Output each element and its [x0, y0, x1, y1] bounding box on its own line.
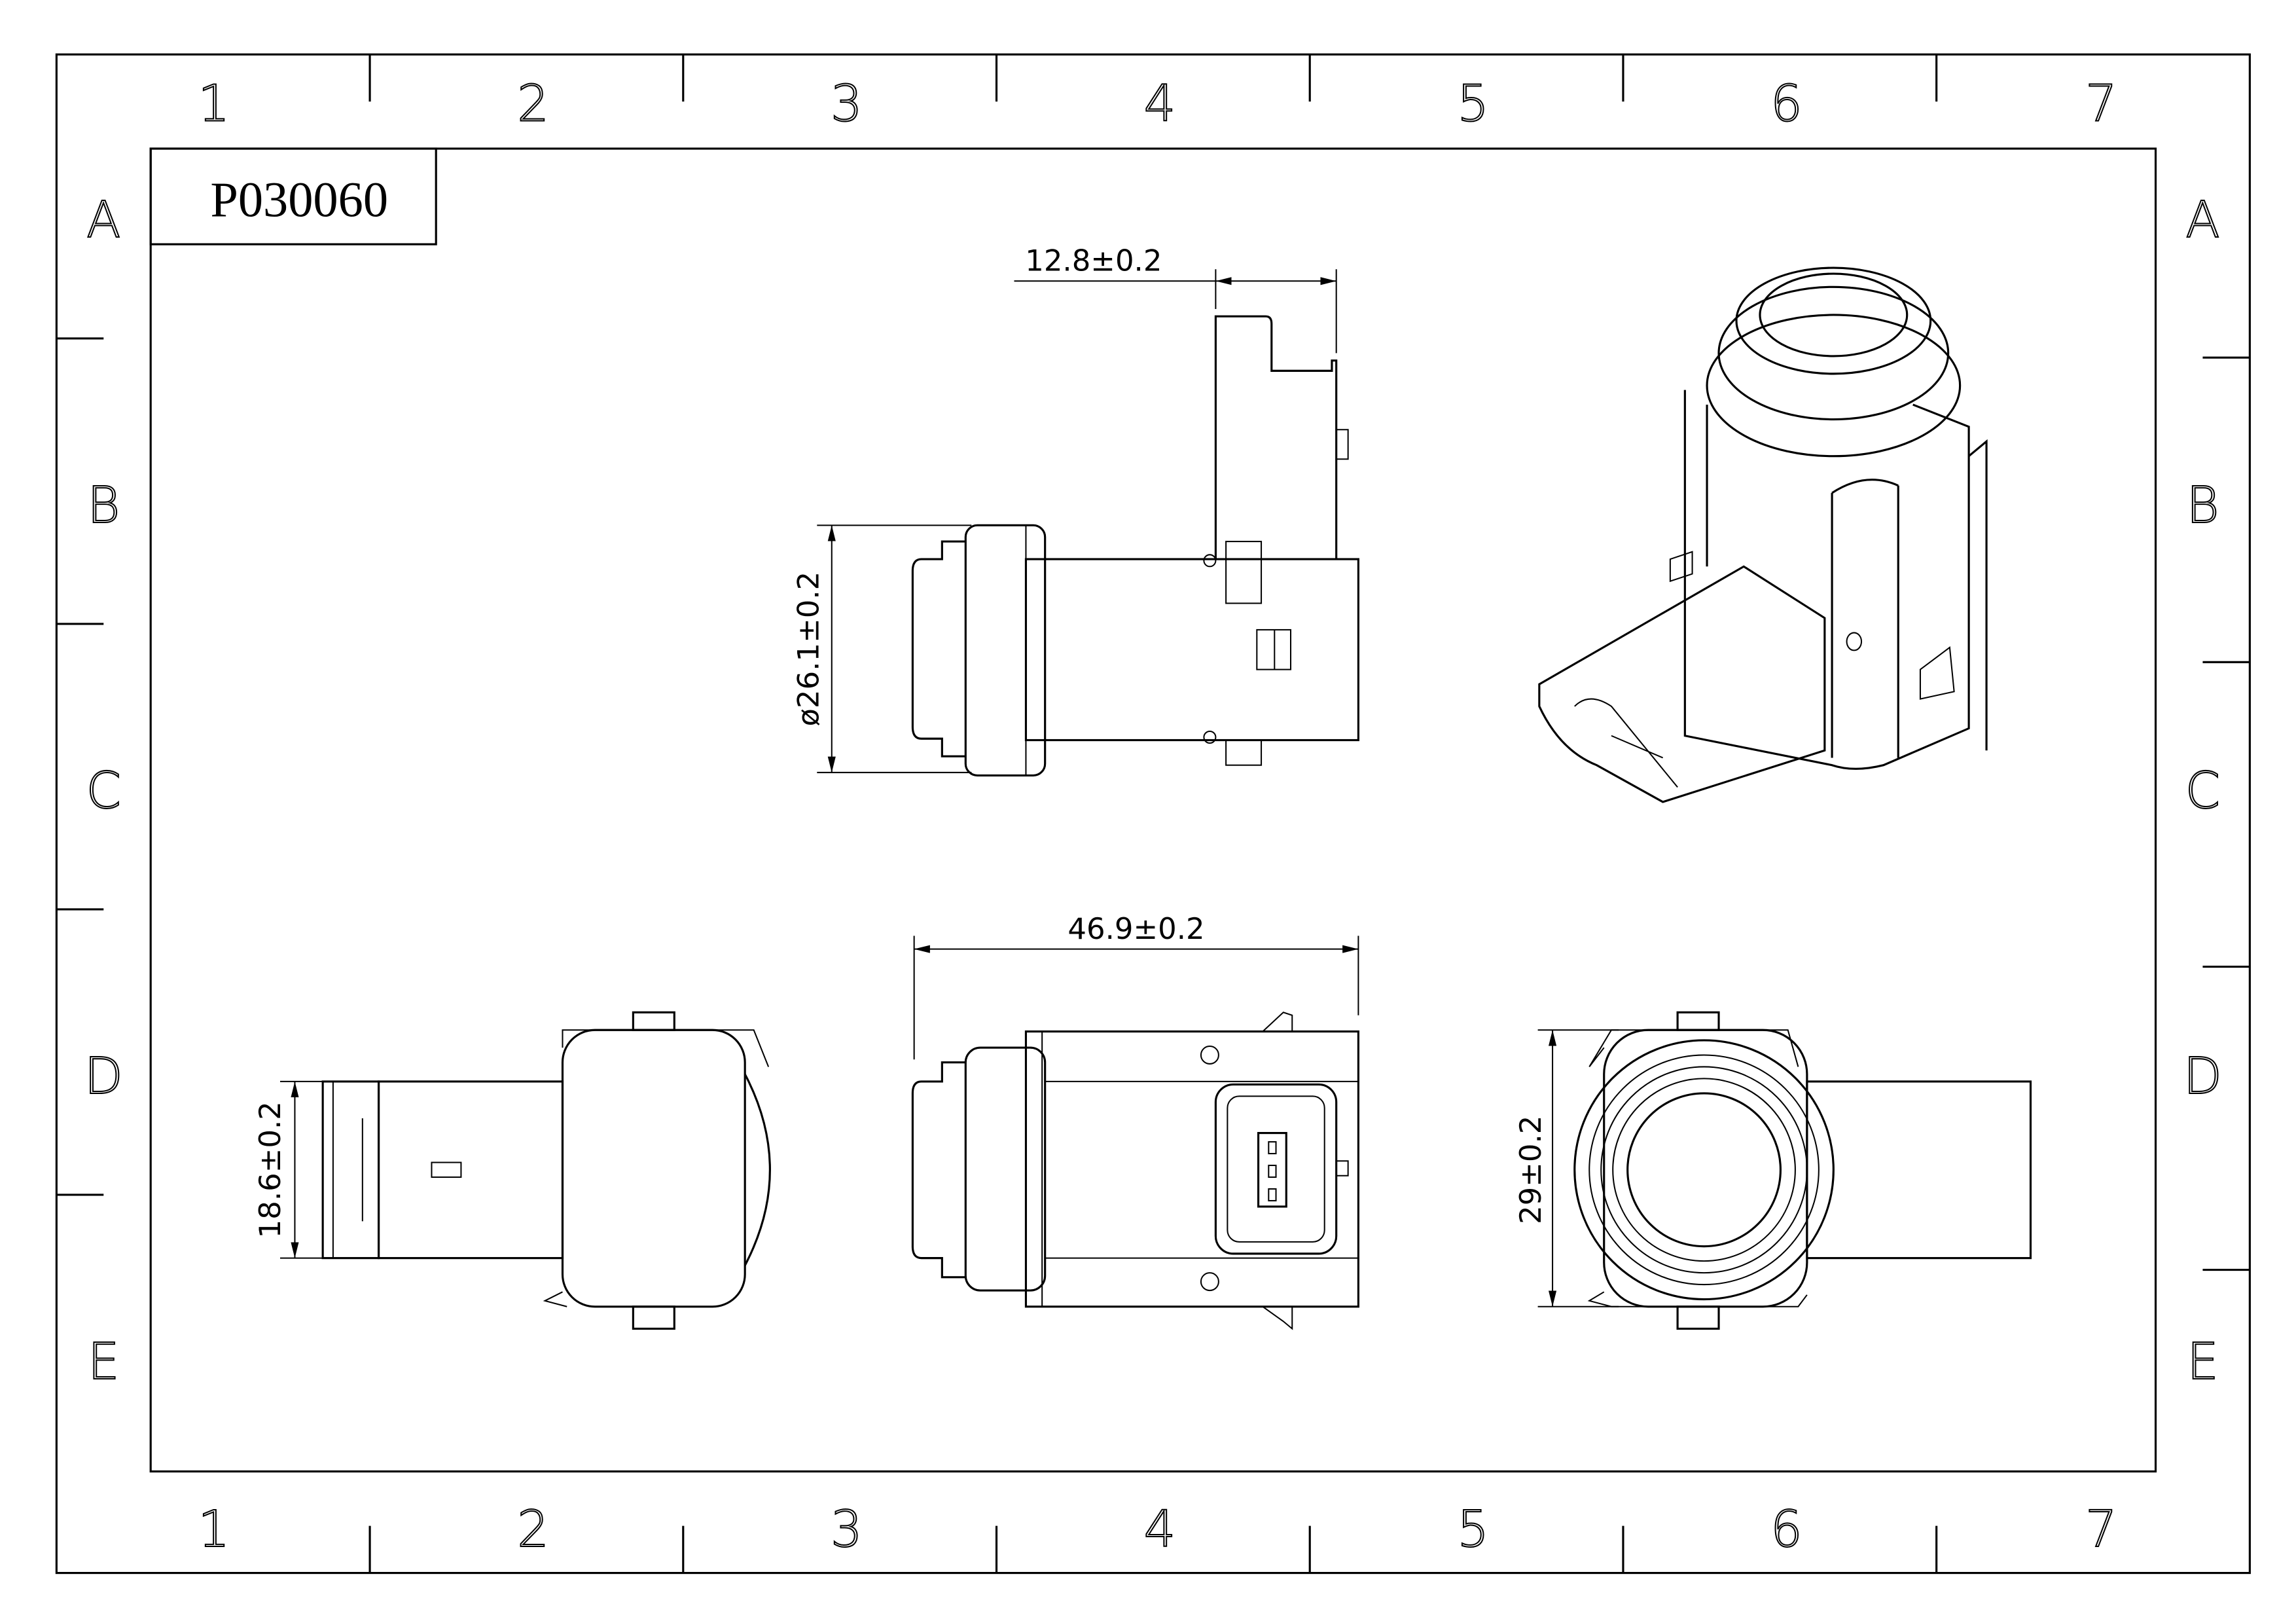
- column-label: 6: [1770, 1501, 1803, 1559]
- row-label: B: [87, 477, 120, 535]
- column-label: 1: [198, 1501, 230, 1559]
- end-view: [321, 1011, 771, 1330]
- row-labels-left: A B C D E: [84, 191, 124, 1392]
- side-view: [911, 315, 1359, 777]
- row-label: E: [2187, 1333, 2218, 1391]
- row-label: E: [88, 1333, 119, 1391]
- row-label: D: [2183, 1048, 2222, 1106]
- column-label: 5: [1457, 75, 1489, 133]
- dimension-head-height: 29±0.2: [1513, 1029, 1619, 1307]
- column-labels-bottom: 1 2 3 4 5 6 7: [198, 1500, 2118, 1559]
- dimension-connector-height: 18.6±0.2: [253, 1080, 327, 1259]
- row-label: B: [2186, 477, 2219, 535]
- isometric-view: [1538, 266, 1988, 803]
- dimension-label: 12.8±0.2: [1025, 244, 1162, 278]
- dimension-overall-length: 46.9±0.2: [913, 911, 1359, 1060]
- row-labels-right: A B C D E: [2183, 191, 2223, 1392]
- column-label: 4: [1144, 1501, 1176, 1559]
- row-label: D: [84, 1048, 123, 1106]
- column-label: 3: [831, 1501, 863, 1559]
- column-label: 3: [831, 75, 863, 133]
- part-number: P030060: [210, 172, 388, 227]
- column-label: 7: [2085, 75, 2117, 133]
- column-label: 4: [1144, 75, 1176, 133]
- row-label: A: [2185, 191, 2219, 249]
- top-view: [911, 1012, 1359, 1330]
- column-label: 1: [198, 75, 230, 133]
- column-label: 5: [1457, 1501, 1489, 1559]
- row-label: C: [86, 762, 121, 820]
- row-label: C: [2185, 762, 2220, 820]
- column-labels-top: 1 2 3 4 5 6 7: [198, 74, 2118, 134]
- dimension-label: 18.6±0.2: [253, 1101, 287, 1238]
- dimension-head-diameter: ø26.1±0.2: [791, 524, 972, 773]
- dimension-side-depth: 12.8±0.2: [1014, 244, 1337, 354]
- dimension-label: ø26.1±0.2: [791, 572, 826, 727]
- row-label: A: [86, 191, 120, 249]
- dimension-label: 29±0.2: [1513, 1116, 1548, 1224]
- outer-border: [55, 53, 2251, 1575]
- column-label: 7: [2085, 1501, 2117, 1559]
- column-label: 2: [517, 1501, 549, 1559]
- column-dividers: [56, 54, 2250, 1573]
- column-label: 6: [1770, 75, 1803, 133]
- column-label: 2: [517, 75, 549, 133]
- front-view: [1573, 1011, 2032, 1330]
- inner-border: [149, 147, 2157, 1473]
- title-block: P030060: [149, 147, 437, 246]
- dimension-label: 46.9±0.2: [1067, 911, 1204, 946]
